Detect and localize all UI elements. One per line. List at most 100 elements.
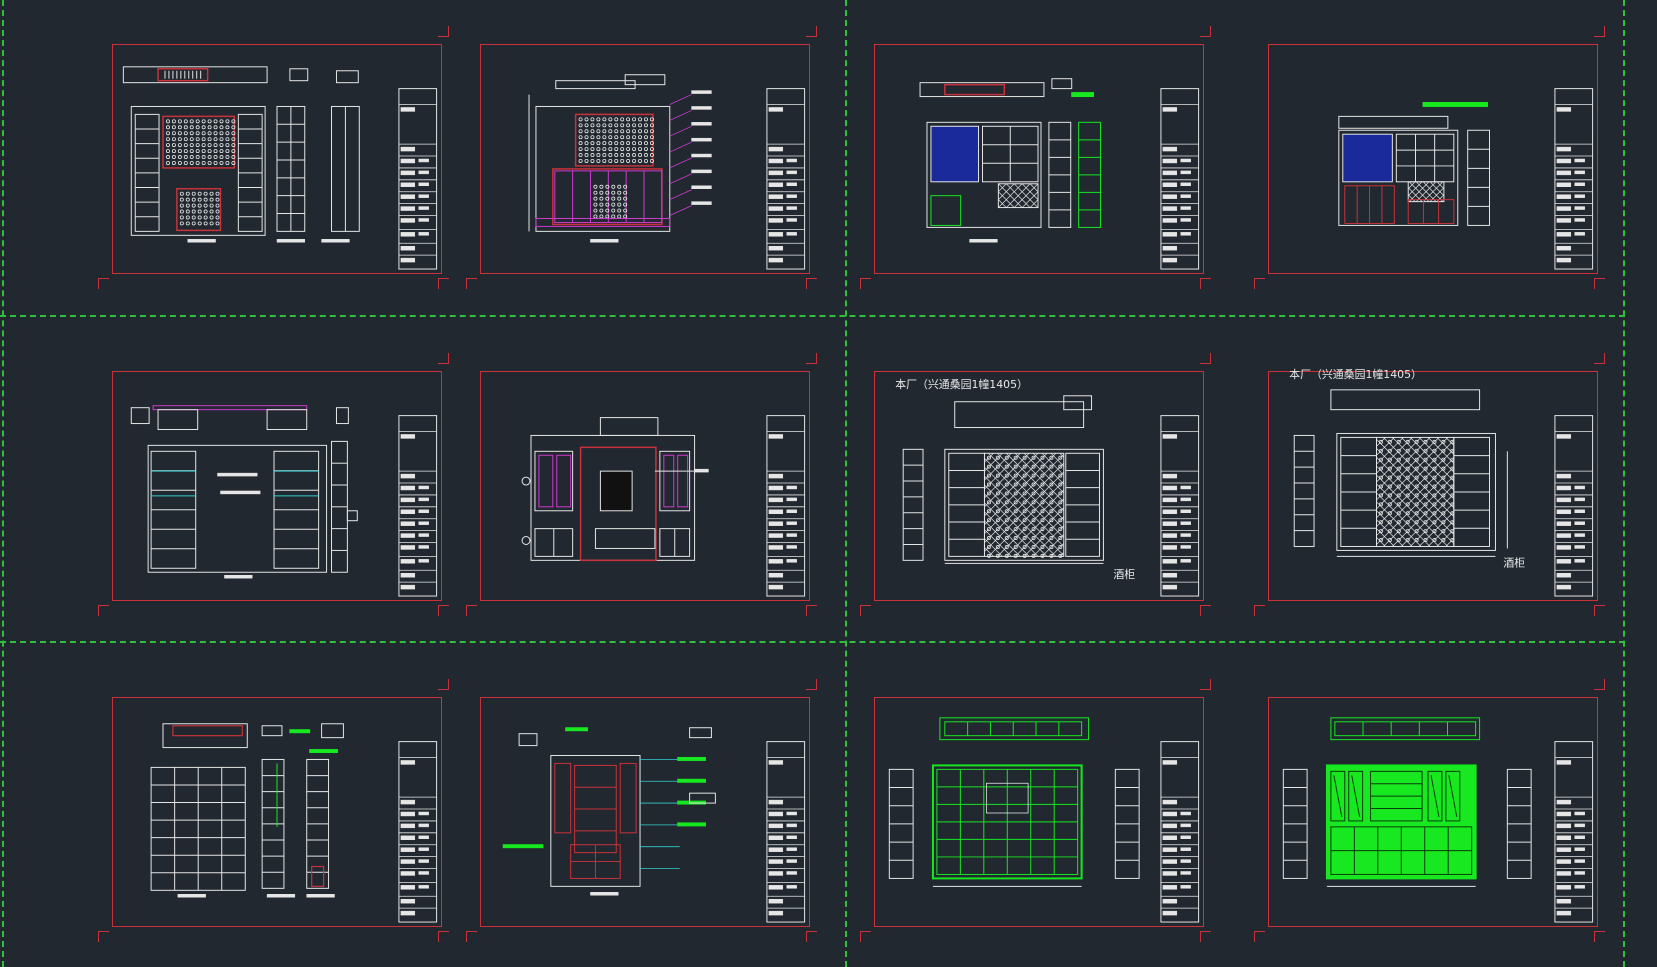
crop-mark [438,353,449,364]
pattern-dot [1432,493,1437,498]
pattern-dot [1040,464,1045,469]
drawing-line [1436,194,1444,202]
drawing-line [176,187,222,232]
pattern-dot [219,149,224,154]
drawing-sheet[interactable] [112,697,442,927]
pattern-dot [207,155,212,160]
title-block-text [1574,545,1585,549]
pattern-dot [165,143,170,148]
green-label [677,778,706,783]
crop-mark [98,931,109,942]
pattern-dot [1031,518,1036,523]
title-block-text [1180,811,1191,816]
pattern-dot [197,191,202,196]
pattern-dot [617,196,622,201]
pattern-dot [986,509,991,514]
pattern-dot [1423,529,1428,534]
drawing-line [619,762,637,834]
drawing-sheet[interactable] [112,44,442,274]
pattern-dot [1432,466,1437,471]
drawing-line [984,453,1012,481]
drawing-sheet[interactable]: 本厂（兴通桑园1幢1405）酒柜 [874,371,1204,601]
pattern-dot [1004,527,1009,532]
pattern-dot [231,131,236,136]
drawing-sheet[interactable] [480,697,810,927]
title-block-text [400,107,416,112]
drawing-sheet[interactable] [480,44,810,274]
drawing-line [1376,436,1455,547]
drawing-line [1430,775,1440,818]
pattern-dot [1004,455,1009,460]
pattern-dot [617,208,622,213]
title-block-text [1556,885,1572,890]
drawing-line [766,415,806,597]
drawing-line [152,405,308,411]
title-block-text [1556,107,1572,112]
pattern-dot [1031,455,1036,460]
drawing-line [555,80,636,90]
crop-mark [466,278,477,289]
drawing-caption-text: 酒柜 [1503,556,1525,569]
drawing-sheet[interactable] [480,371,810,601]
drawing-line [335,70,359,84]
pattern-dot [1387,466,1392,471]
pattern-dot [165,160,170,165]
pattern-dot [1004,482,1009,487]
title-block [1554,415,1594,597]
elevation-drawing [130,405,358,579]
title-block-text [1162,158,1178,164]
crop-mark [1200,679,1211,690]
pattern-dot [620,159,625,163]
drawing-sheet[interactable] [874,44,1204,274]
elevation-drawing [521,417,709,562]
pattern-dot [203,209,208,214]
pattern-dot [986,518,991,523]
lattice-pattern [998,183,1078,208]
crop-mark [438,278,449,289]
pattern-dot [231,160,236,165]
title-block-text [418,885,429,889]
title-block-text [1556,545,1572,550]
drawing-sheet[interactable]: 本厂（兴通桑园1幢1405）酒柜 [1268,367,1598,601]
elevation-drawing [528,74,712,243]
sheet-drawing [150,723,438,923]
title-block-text [1556,910,1572,916]
crop-mark [1200,26,1211,37]
drawing-line [1562,437,1657,546]
title-block-text [1162,497,1178,503]
pattern-dot [183,131,188,136]
pattern-dot [165,125,170,130]
drawing-line [1054,184,1078,208]
drawing-sheet[interactable] [1268,697,1598,927]
drawing-line [579,446,657,562]
pattern-dot [177,149,182,154]
pattern-dot [185,221,190,226]
pattern-dot [1396,439,1401,444]
callout-text [691,201,712,205]
pattern-dot [623,184,628,189]
crop-mark [860,931,871,942]
pattern-dot [225,137,230,142]
title-block-text [400,871,416,876]
drawing-line [552,168,663,226]
drawing-line [1376,439,1454,519]
pattern-dot [995,500,1000,505]
title-block-text [1180,521,1191,525]
drawing-sheet[interactable] [112,371,442,601]
drawing-line [1427,437,1454,464]
drawing-line [1096,453,1199,556]
drawing-line [594,528,656,549]
title-block-text [786,170,797,175]
pattern-dot [183,143,188,148]
pattern-dot [578,153,583,158]
title-block-text [768,847,784,852]
pattern-dot [209,221,214,226]
layout-guide-horizontal [0,641,1625,643]
drawing-sheet[interactable] [874,697,1204,927]
pattern-dot [611,196,616,201]
pattern-dot [644,123,648,128]
drawing-sheet[interactable] [1268,44,1598,274]
title-block-text [1556,158,1572,164]
pattern-dot [231,155,236,160]
